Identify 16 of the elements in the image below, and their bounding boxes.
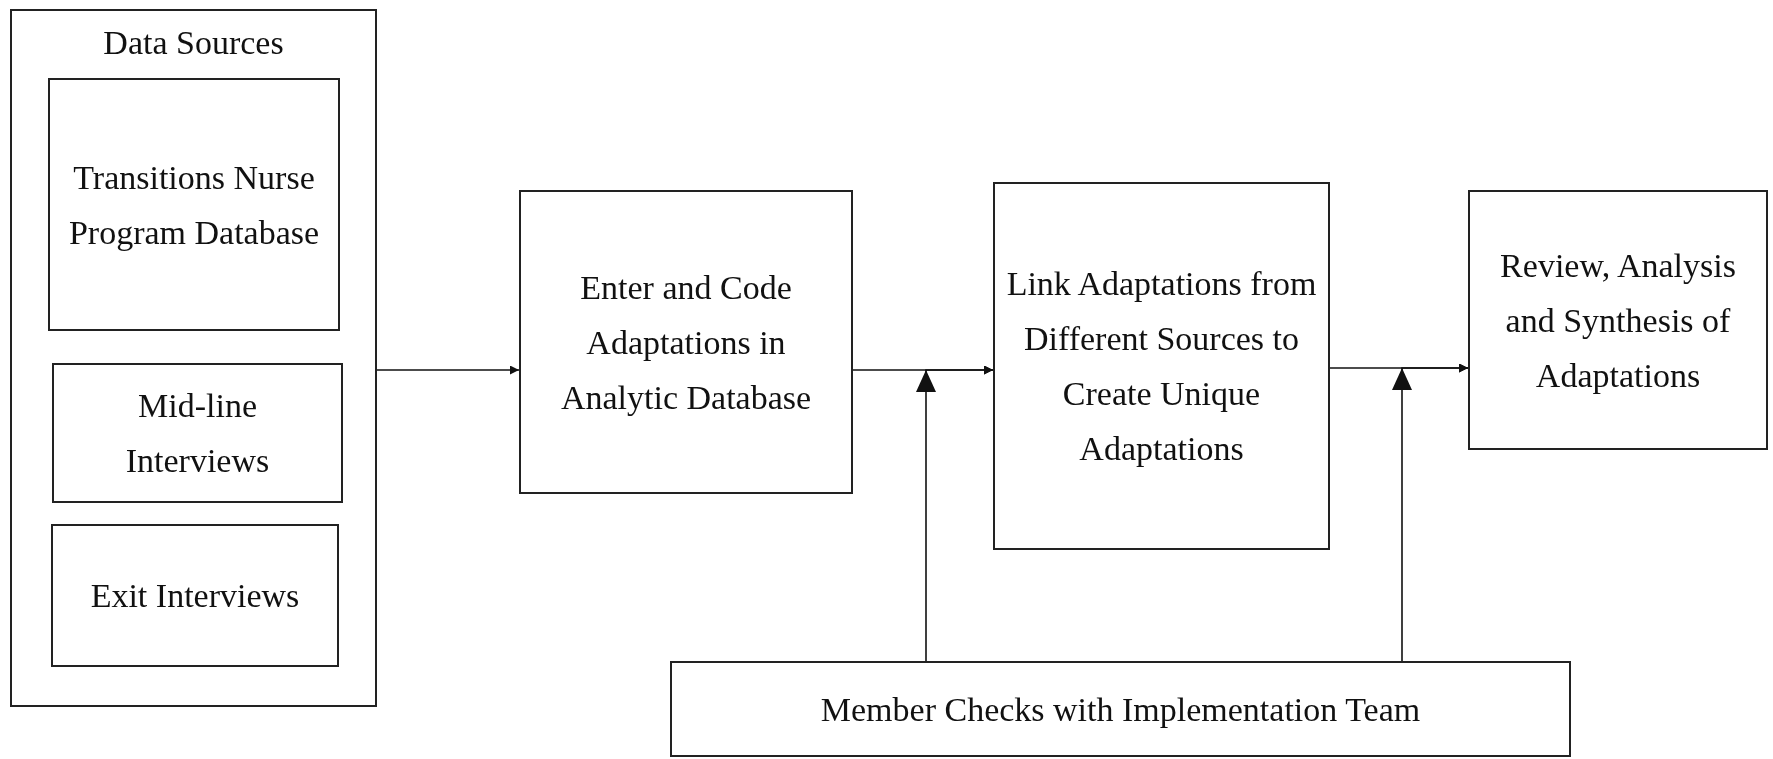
process-box: [10, 9, 377, 707]
process-box: [1468, 190, 1768, 450]
box-label: Transitions Nurse Program Database: [67, 157, 321, 253]
box-label: Link Adaptations from Different Sources to Create Unique Adaptations: [1005, 264, 1318, 469]
process-box: [670, 661, 1571, 757]
box-label: Data Sources: [103, 23, 284, 63]
process-box: [48, 78, 340, 331]
process-box: [52, 363, 343, 503]
process-box: [993, 182, 1330, 550]
box-label: Review, Analysis and Synthesis of Adaptations: [1499, 245, 1737, 396]
box-label: Mid-line Interviews: [124, 386, 271, 481]
box-label: Exit Interviews: [90, 576, 300, 616]
box-label: Enter and Code Adaptations in Analytic Database: [559, 267, 813, 418]
box-label: Member Checks with Implementation Team: [820, 689, 1421, 730]
process-box: [51, 524, 339, 667]
process-box: [519, 190, 853, 494]
